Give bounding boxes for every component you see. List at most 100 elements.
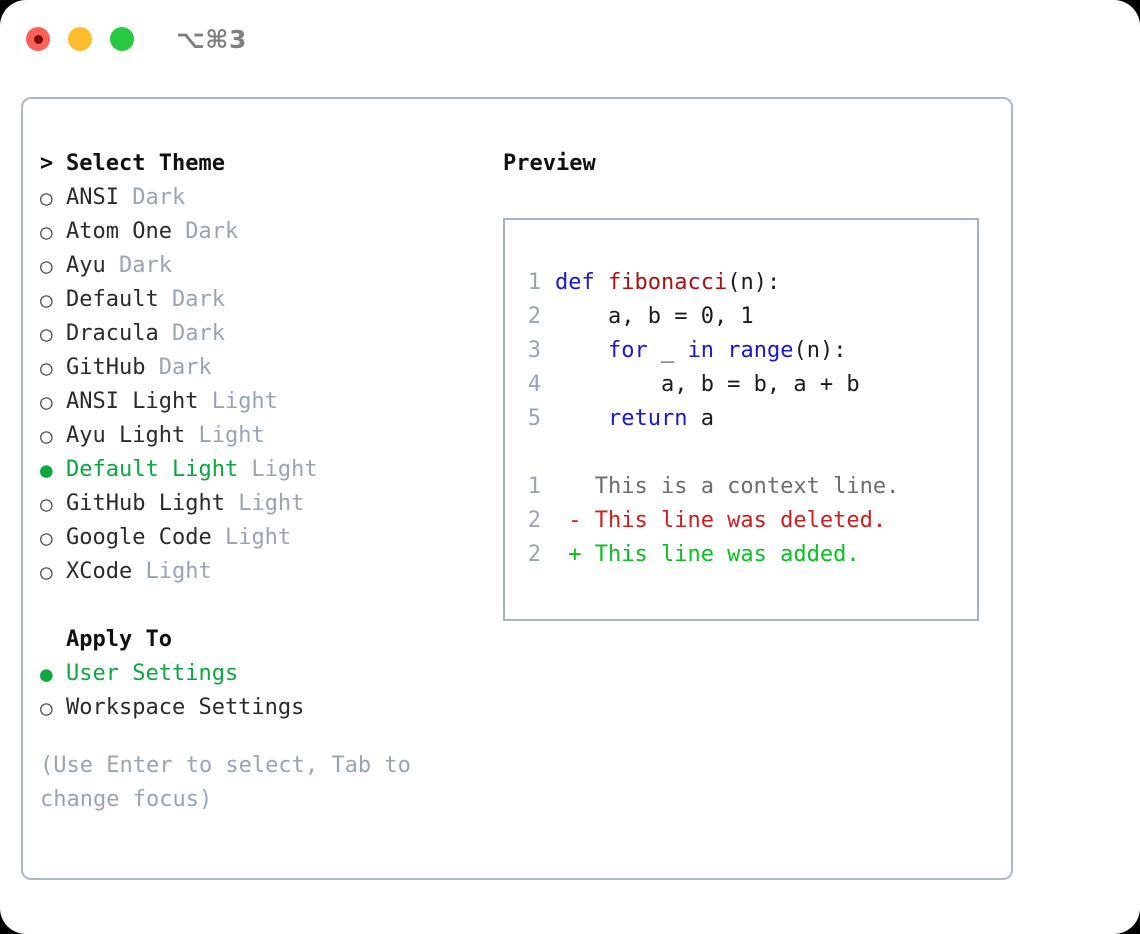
- caret-icon: >: [40, 151, 54, 176]
- close-active-dot: [33, 34, 43, 44]
- close-button[interactable]: [26, 27, 50, 51]
- maximize-button[interactable]: [110, 27, 134, 51]
- theme-list-item[interactable]: ○ Default Dark: [40, 283, 500, 317]
- code-token: + This line was added.: [555, 542, 860, 567]
- radio-unselected-icon[interactable]: ○: [40, 424, 53, 448]
- theme-name: ANSI Light: [66, 389, 199, 414]
- line-number: 1: [527, 270, 541, 295]
- apply-to-list: ● User Settings ○ Workspace Settings: [40, 657, 500, 725]
- radio-unselected-icon[interactable]: ○: [40, 356, 53, 380]
- code-token: def: [555, 270, 595, 295]
- apply-to-item[interactable]: ● User Settings: [40, 657, 500, 691]
- select-theme-header: > Select Theme: [40, 147, 500, 181]
- code-token: in: [687, 338, 714, 363]
- title-bar: ⌥⌘3: [0, 0, 1140, 78]
- radio-unselected-icon[interactable]: ○: [40, 560, 53, 584]
- theme-variant-tag: Light: [198, 389, 278, 414]
- theme-name: Ayu Light: [66, 423, 186, 448]
- theme-name: Ayu: [66, 253, 106, 278]
- theme-variant-tag: Dark: [105, 253, 172, 278]
- line-number: 1: [527, 474, 541, 499]
- theme-name: XCode: [66, 559, 133, 584]
- radio-selected-icon[interactable]: ●: [40, 458, 53, 482]
- code-token: [555, 334, 608, 368]
- theme-list-item[interactable]: ○ANSI Dark: [40, 181, 500, 215]
- theme-list-item[interactable]: ○ XCode Light: [40, 555, 500, 589]
- theme-name: GitHub Light: [66, 491, 225, 516]
- code-token: [714, 334, 727, 368]
- line-number: 4: [527, 372, 541, 397]
- code-line: 4 a, b = b, a + b: [519, 368, 977, 402]
- code-token: a, b = 0, 1: [555, 304, 754, 329]
- code-token: a: [687, 406, 714, 431]
- shortcut-label: ⌥⌘3: [176, 24, 247, 54]
- code-token: This is a context line.: [555, 474, 900, 499]
- section-spacer: [40, 589, 500, 623]
- theme-name: Default: [66, 287, 159, 312]
- keyboard-hint: (Use Enter to select, Tab to change focu…: [40, 753, 425, 812]
- theme-variant-tag: Dark: [171, 219, 239, 244]
- theme-name: Google Code: [66, 525, 212, 550]
- code-token: (n):: [793, 338, 847, 363]
- theme-variant-tag: Light: [185, 423, 265, 448]
- theme-list-item[interactable]: ○ GitHub Light Light: [40, 487, 500, 521]
- theme-list-item[interactable]: ○GitHub Dark: [40, 351, 500, 385]
- theme-list-item[interactable]: ○ Ayu Dark: [40, 249, 500, 283]
- apply-to-item[interactable]: ○ Workspace Settings: [40, 691, 500, 725]
- radio-unselected-icon[interactable]: ○: [40, 288, 53, 312]
- radio-unselected-icon[interactable]: ○: [40, 492, 53, 516]
- apply-to-label: User Settings: [66, 661, 239, 686]
- line-number: 5: [527, 406, 541, 431]
- line-number: 2: [527, 304, 541, 329]
- code-token: _: [647, 338, 688, 363]
- theme-list-item[interactable]: ○Google Code Light: [40, 521, 500, 555]
- radio-unselected-icon[interactable]: ○: [40, 322, 53, 346]
- theme-name: Atom One: [66, 219, 172, 244]
- theme-name: Dracula: [66, 321, 159, 346]
- select-theme-label: Select Theme: [66, 151, 225, 176]
- theme-list-item[interactable]: ○ Atom One Dark: [40, 215, 500, 249]
- code-token: a, b = b, a + b: [555, 372, 860, 397]
- code-token: fibonacci: [608, 270, 728, 295]
- theme-list-item[interactable]: ○ Ayu Light Light: [40, 419, 500, 453]
- theme-list-item[interactable]: ○ Dracula Dark: [40, 317, 500, 351]
- radio-unselected-icon[interactable]: ○: [40, 390, 53, 414]
- theme-name: ANSI: [66, 185, 119, 210]
- radio-selected-icon[interactable]: ●: [40, 662, 53, 686]
- diff-block: 1 This is a context line. 2 - This line w…: [519, 470, 977, 572]
- line-number: 3: [527, 338, 541, 363]
- theme-variant-tag: Light: [238, 457, 318, 482]
- code-token: return: [607, 406, 688, 431]
- window-controls: [26, 27, 134, 51]
- theme-name: Default Light: [66, 457, 239, 482]
- line-number: 2: [527, 542, 541, 567]
- code-line: 2 a, b = 0, 1: [519, 300, 977, 334]
- theme-variant-tag: Dark: [158, 287, 225, 312]
- code-token: [555, 402, 608, 436]
- radio-unselected-icon[interactable]: ○: [40, 220, 53, 244]
- theme-picker: > Select Theme ○ANSI Dark○Atom One Dark○…: [40, 147, 500, 817]
- radio-unselected-icon[interactable]: ○: [40, 186, 53, 210]
- theme-list-item[interactable]: ● Default Light Light: [40, 453, 500, 487]
- theme-variant-tag: Light: [132, 559, 212, 584]
- radio-unselected-icon[interactable]: ○: [40, 696, 53, 720]
- apply-to-header: Apply To: [66, 627, 172, 652]
- preview-title: Preview: [503, 151, 596, 176]
- preview-pane: Preview 1 def fibonacci (n): 2 a, b = 0, 1 3…: [503, 147, 993, 621]
- diff-line: 2 + This line was added.: [519, 538, 977, 572]
- code-token: - This line was deleted.: [555, 508, 887, 533]
- theme-list: ○ ANSI Dark ○ Atom One Dark ○ Ayu Dark ○ Defaul…: [40, 181, 500, 589]
- theme-list-item[interactable]: ○ ANSI Light Light: [40, 385, 500, 419]
- line-number: 2: [527, 508, 541, 533]
- theme-variant-tag: Light: [224, 491, 305, 516]
- radio-unselected-icon[interactable]: ○: [40, 254, 53, 278]
- minimize-button[interactable]: [68, 27, 92, 51]
- apply-to-label: Workspace Settings: [66, 695, 305, 720]
- theme-variant-tag: Dark: [145, 355, 212, 380]
- radio-unselected-icon[interactable]: ○: [40, 526, 53, 550]
- theme-variant-tag: Dark: [158, 321, 225, 346]
